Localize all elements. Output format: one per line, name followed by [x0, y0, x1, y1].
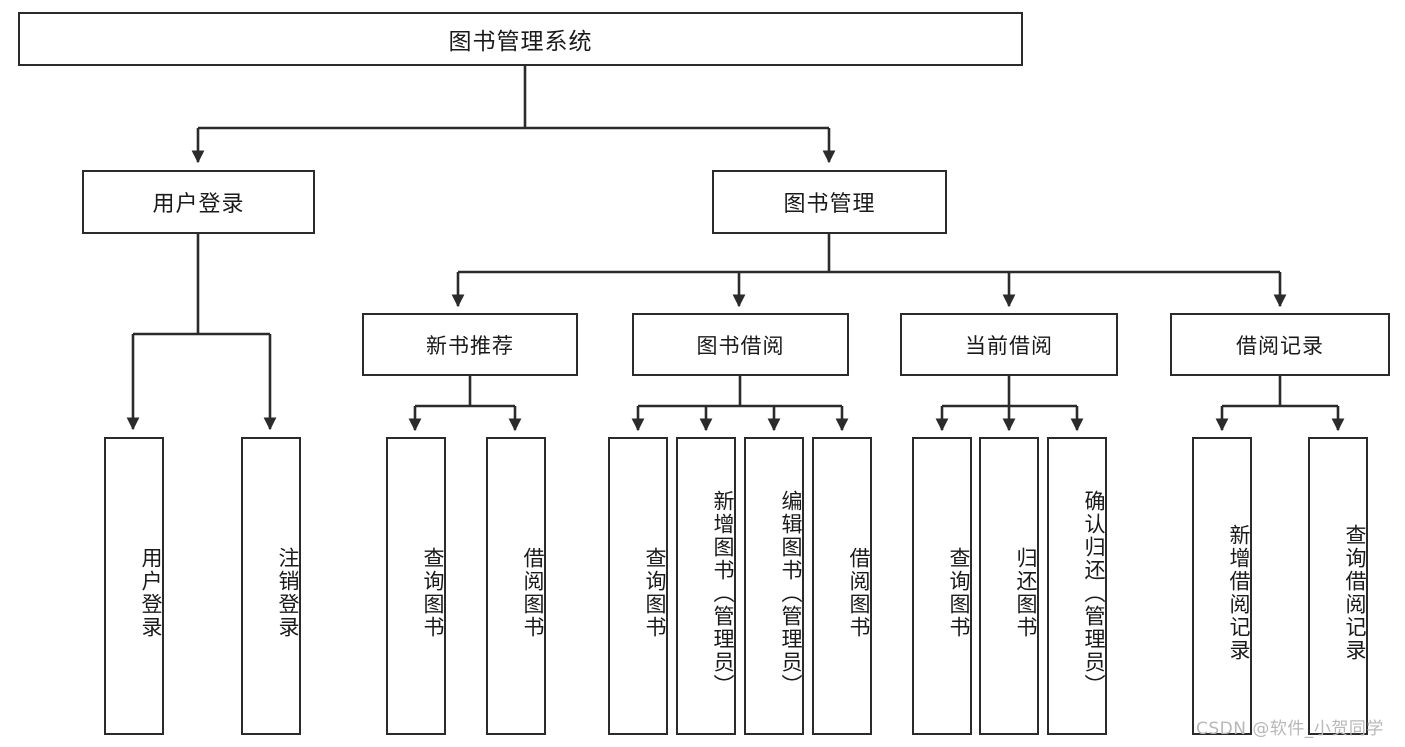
- node-label: 编辑图书（管理员）: [779, 489, 803, 697]
- node-label: 注销登录: [276, 547, 300, 639]
- leaf-new-book-borrow-books[interactable]: 借阅图书: [486, 437, 546, 735]
- node-book-management[interactable]: 图书管理: [712, 170, 947, 234]
- watermark-text: CSDN @软件_小贺同学: [1196, 719, 1384, 739]
- node-label: 归还图书: [1014, 547, 1038, 639]
- node-label: 新书推荐: [426, 333, 514, 358]
- leaf-record-add-borrow-record[interactable]: 新增借阅记录: [1192, 437, 1252, 735]
- node-label: 借阅图书: [521, 547, 545, 639]
- node-book-management-system[interactable]: 图书管理系统: [18, 12, 1023, 66]
- node-label: 用户登录: [152, 192, 245, 217]
- node-label: 新增图书（管理员）: [711, 489, 735, 697]
- node-label: 借阅图书: [847, 547, 871, 639]
- node-label: 图书管理系统: [448, 29, 593, 55]
- leaf-borrow-borrow-books[interactable]: 借阅图书: [812, 437, 872, 735]
- node-label: 用户登录: [139, 547, 163, 639]
- leaf-borrow-add-book-admin[interactable]: 新增图书（管理员）: [676, 437, 736, 735]
- leaf-user-login-login[interactable]: 用户登录: [104, 437, 164, 735]
- node-user-login[interactable]: 用户登录: [82, 170, 315, 234]
- leaf-borrow-query-books[interactable]: 查询图书: [608, 437, 668, 735]
- node-label: 查询图书: [421, 547, 445, 639]
- node-label: 新增借阅记录: [1227, 524, 1251, 662]
- node-borrowing-record[interactable]: 借阅记录: [1170, 313, 1390, 376]
- leaf-current-return-books[interactable]: 归还图书: [979, 437, 1039, 735]
- leaf-current-query-books[interactable]: 查询图书: [912, 437, 972, 735]
- node-label: 确认归还（管理员）: [1082, 489, 1106, 697]
- node-label: 图书借阅: [696, 333, 785, 358]
- node-label: 查询借阅记录: [1343, 524, 1367, 662]
- node-book-borrowing[interactable]: 图书借阅: [632, 313, 849, 376]
- node-label: 当前借阅: [965, 333, 1053, 358]
- node-label: 借阅记录: [1236, 333, 1324, 358]
- leaf-new-book-query-books[interactable]: 查询图书: [386, 437, 446, 735]
- leaf-borrow-edit-book-admin[interactable]: 编辑图书（管理员）: [744, 437, 804, 735]
- leaf-current-confirm-return-admin[interactable]: 确认归还（管理员）: [1047, 437, 1107, 735]
- node-current-borrowing[interactable]: 当前借阅: [900, 313, 1118, 376]
- leaf-record-query-borrow-record[interactable]: 查询借阅记录: [1308, 437, 1368, 735]
- leaf-user-login-logout[interactable]: 注销登录: [241, 437, 301, 735]
- node-label: 查询图书: [643, 547, 667, 639]
- node-label: 查询图书: [947, 547, 971, 639]
- node-label: 图书管理: [783, 192, 876, 217]
- node-new-book-recommendation[interactable]: 新书推荐: [362, 313, 578, 376]
